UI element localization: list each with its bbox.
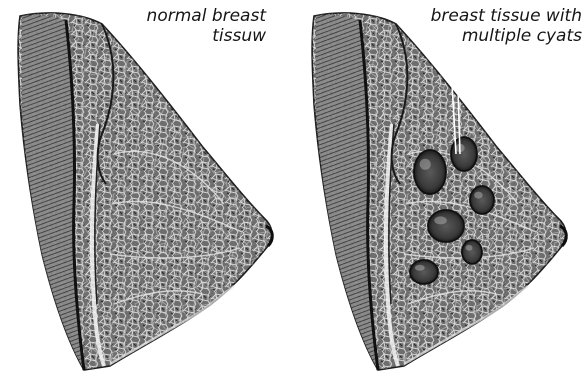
cyst — [410, 260, 438, 284]
caption-line: breast tissue with — [431, 6, 582, 26]
caption-line: multiple cyats — [431, 26, 582, 46]
cystic-breast-illustration — [312, 13, 566, 370]
normal-tissue-caption: normal breast tissuw — [147, 6, 266, 46]
breast-tissue-drawing — [312, 13, 566, 370]
cyst — [414, 150, 446, 194]
cyst — [470, 186, 494, 214]
caption-line: tissuw — [147, 26, 266, 46]
cysts-tissue-caption: breast tissue with multiple cyats — [431, 6, 582, 46]
cyst — [428, 210, 464, 242]
normal-breast-illustration — [18, 13, 272, 370]
cyst — [462, 240, 482, 264]
cyst-highlight — [466, 245, 473, 251]
cyst-highlight — [415, 265, 425, 271]
caption-line: normal breast — [147, 6, 266, 26]
cyst-highlight — [474, 192, 482, 199]
cyst-highlight — [420, 159, 431, 170]
breast-tissue-drawing — [18, 13, 272, 370]
cyst-highlight — [434, 216, 447, 224]
